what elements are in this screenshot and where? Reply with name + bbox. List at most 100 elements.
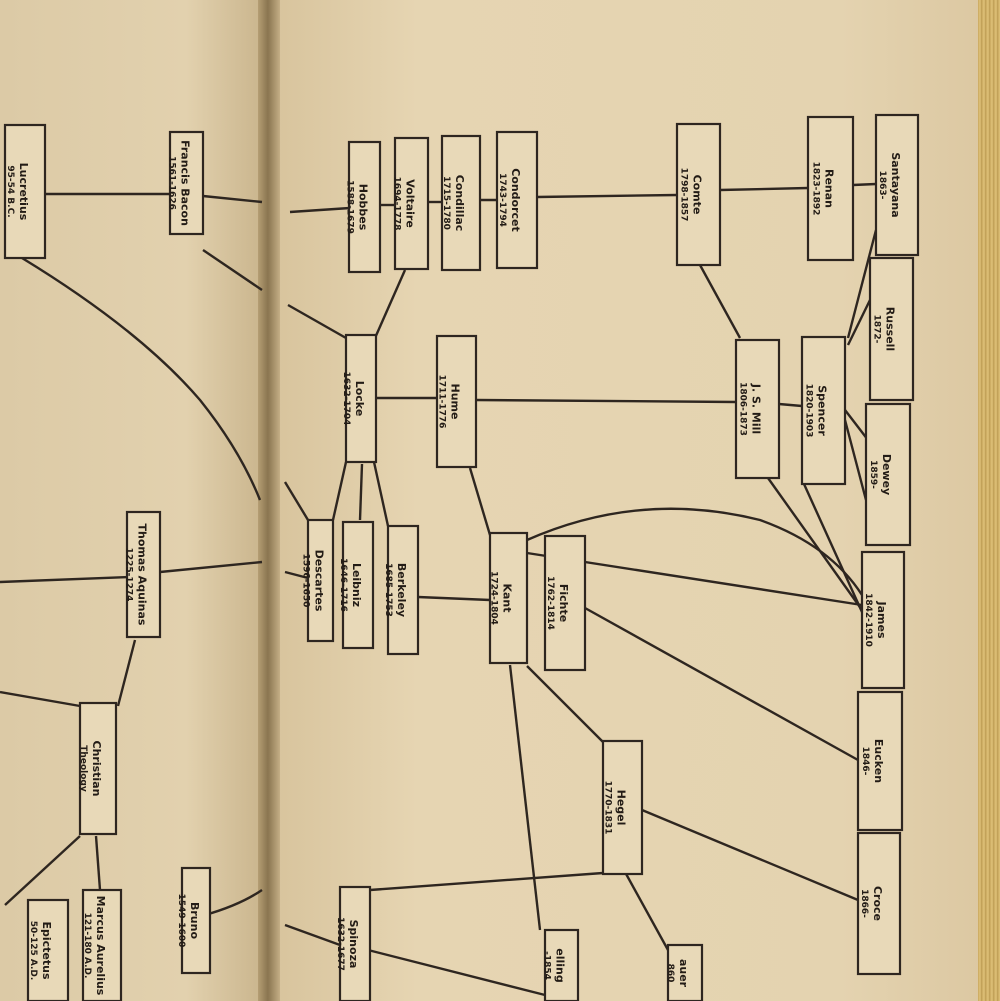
node-dates: 1806-1873 (738, 382, 748, 436)
node-dates: 1632-1677 (335, 917, 345, 971)
node-name: Croce (871, 886, 884, 921)
node-dates: 95-54 B.C. (5, 165, 15, 217)
node-box (800, 335, 847, 486)
node-name: Descartes (313, 550, 326, 612)
node-box (338, 885, 372, 1001)
node-box (495, 130, 539, 270)
node-name: elling (554, 948, 567, 982)
node-name: Locke (353, 381, 366, 417)
node-name: Hume (449, 384, 462, 420)
node-dates: 1561-1626 (167, 156, 177, 210)
node-name: Eucken (872, 739, 885, 783)
node-box (78, 701, 118, 836)
node-box (856, 831, 902, 976)
node-box (543, 928, 580, 1001)
node-dates: 1743-1794 (497, 173, 507, 227)
node-name: James (875, 601, 888, 639)
node-name: Leibniz (350, 563, 363, 607)
node-name: Thomas Aquinas (136, 524, 149, 626)
node-name: auer (677, 959, 690, 988)
node-dates: 1866- (859, 889, 869, 918)
node-dates: 1770-1831 (603, 781, 613, 835)
node-name: Lucretius (17, 163, 30, 221)
node-box (26, 898, 70, 1001)
node-name: J. S. Mill (750, 383, 763, 434)
node-box (601, 739, 644, 876)
node-box (393, 136, 430, 271)
node-dates: 121-180 A.D. (82, 913, 92, 979)
node-box (734, 338, 781, 480)
node-dates: 1846- (860, 747, 870, 776)
node-dates: 1863- (877, 171, 887, 200)
node-name: Bruno (188, 902, 201, 939)
node-name: Voltaire (404, 179, 417, 228)
node-dates: Theology (78, 745, 88, 792)
node-box (3, 123, 47, 260)
node-name: Fichte (557, 584, 570, 622)
node-box (341, 520, 375, 650)
node-name: Dewey (880, 454, 893, 495)
node-schelling: elling-1854 (542, 928, 580, 1001)
node-dates: 1225-1274 (124, 548, 134, 602)
node-dates: 1724-1804 (489, 571, 499, 625)
node-name: Epictetus (40, 921, 53, 979)
node-box (344, 333, 378, 464)
node-name: Berkeley (395, 563, 408, 617)
node-box (386, 524, 420, 656)
node-box (306, 518, 335, 643)
node-dates: 860 (665, 964, 675, 983)
node-box (488, 531, 529, 665)
node-name: Spinoza (347, 920, 360, 969)
node-dates: 1596-1650 (301, 554, 311, 608)
node-box (81, 888, 123, 1001)
node-dates: 1798-1857 (679, 168, 689, 222)
node-dates: 1685-1753 (383, 563, 393, 617)
node-dates: 1715-1780 (441, 176, 451, 230)
node-name: Condorcet (509, 168, 522, 232)
node-dates: 1694-1778 (392, 177, 402, 231)
node-dates: 1549-1600 (176, 894, 186, 948)
node-dates: 1842-1910 (863, 593, 873, 647)
node-dates: 1711-1776 (437, 375, 447, 429)
node-dates: 1646-1716 (338, 558, 348, 612)
node-name: Condillac (453, 175, 466, 232)
node-box (666, 943, 704, 1001)
node-dates: 1823-1892 (811, 162, 821, 216)
page-edges (978, 0, 1000, 1001)
node-name: Russell (884, 307, 897, 351)
node-box (868, 256, 915, 402)
node-dates: 1872- (872, 315, 882, 344)
node-name: Spencer (816, 385, 829, 436)
node-box (856, 690, 904, 832)
node-name: Francis Bacon (179, 140, 192, 226)
book-gutter (258, 0, 280, 1001)
node-dates: 50-125 A.D. (28, 921, 38, 981)
node-name: Marcus Aurelius (94, 896, 107, 996)
node-box (543, 534, 587, 672)
